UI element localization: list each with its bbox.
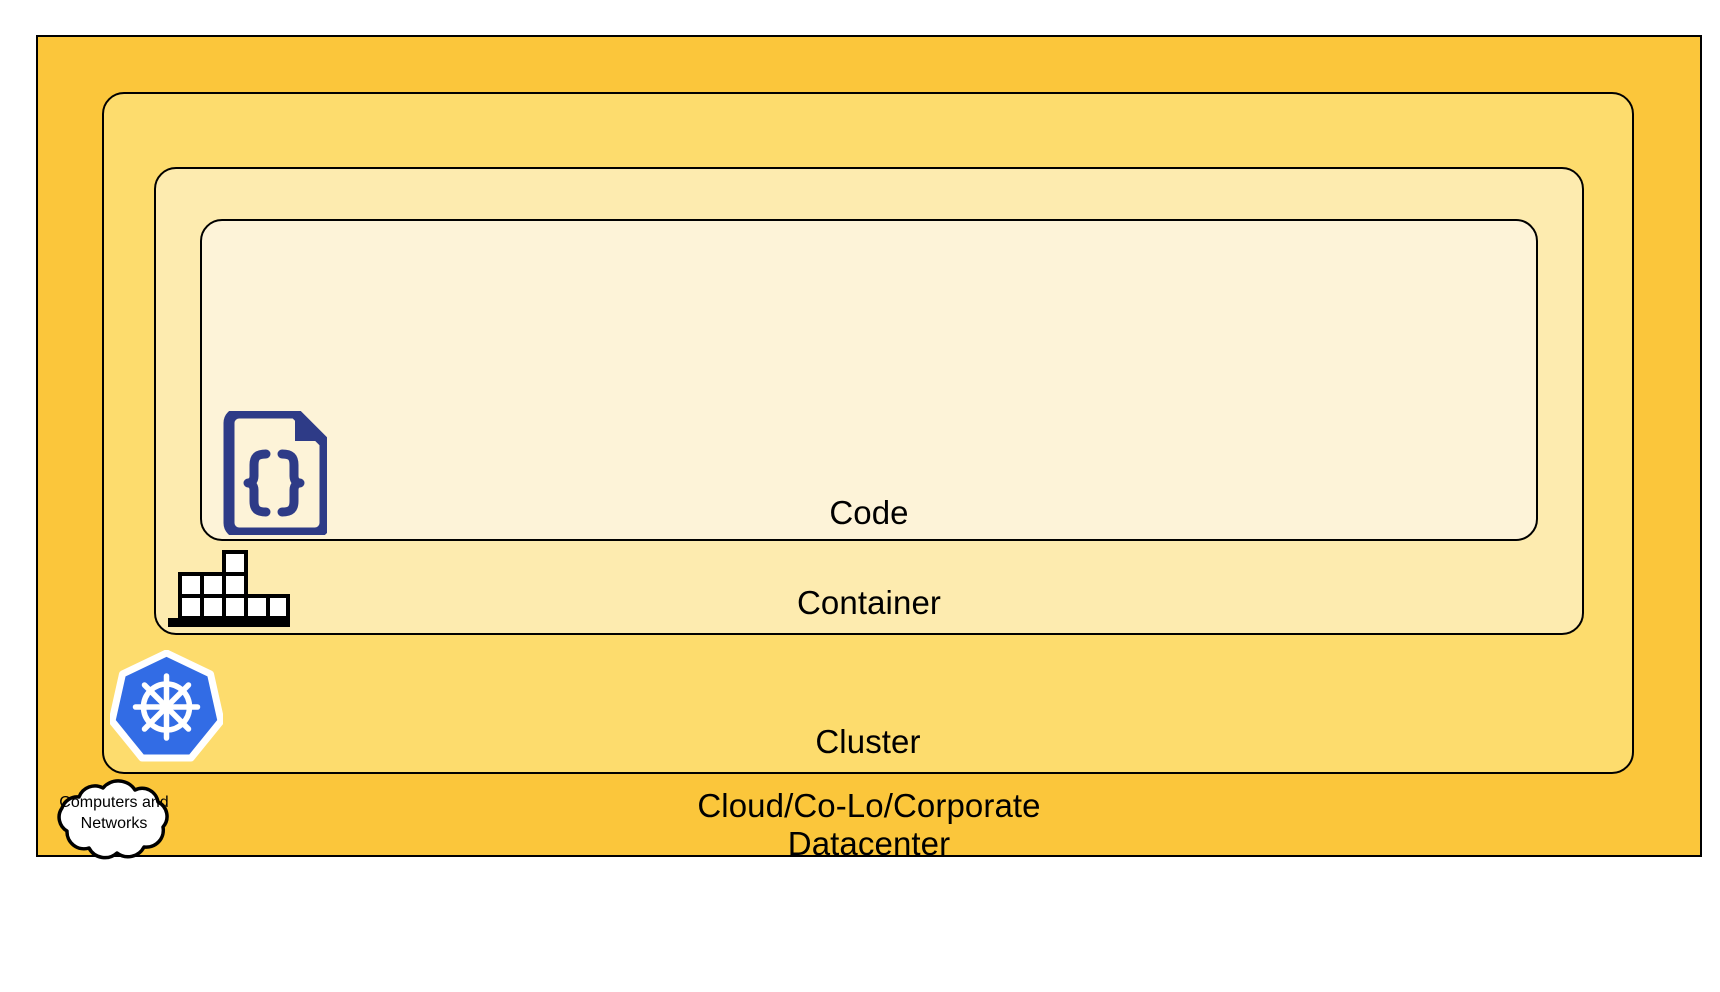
- layer-label-container: Container: [797, 584, 941, 621]
- layer-box-code: [200, 219, 1538, 541]
- layer-label-datacenter: Cloud/Co-Lo/Corporate Datacenter: [697, 787, 1041, 862]
- kubernetes-helm-wheel-icon: [108, 649, 225, 763]
- layer-label-cluster: Cluster: [815, 723, 921, 760]
- layer-label-code: Code: [829, 494, 909, 531]
- container-bricks-icon: [168, 550, 290, 628]
- code-braces-document-icon: [219, 407, 331, 539]
- computers-and-networks-cloud-callout: [43, 771, 185, 867]
